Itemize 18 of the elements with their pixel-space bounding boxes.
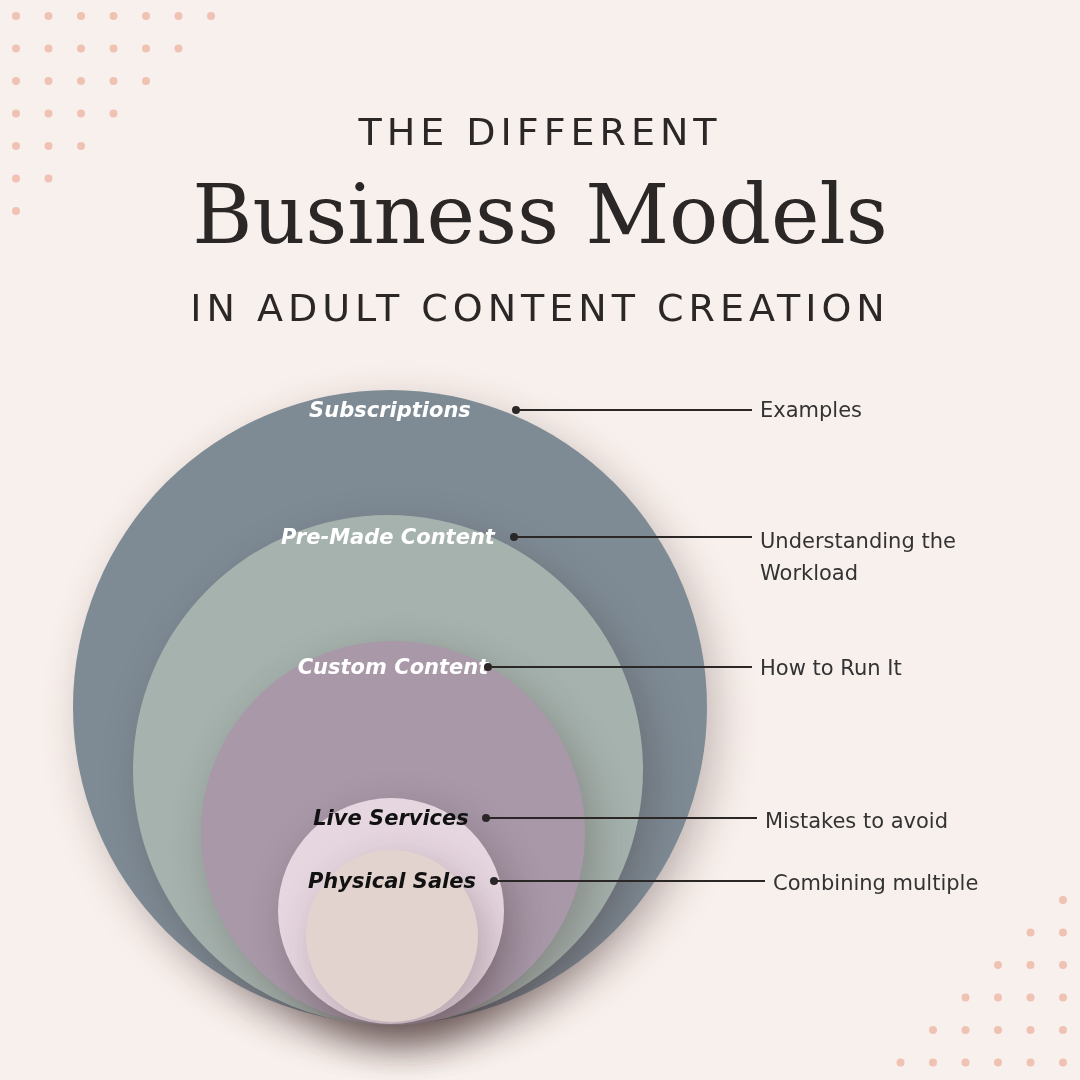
leader-line: [512, 406, 753, 414]
leader-line: [484, 663, 753, 671]
note-text: Mistakes to avoid: [765, 805, 1065, 837]
title-text: IN ADULT CONTENT CREATION: [189, 288, 891, 330]
circle-label: Pre-Made Content: [280, 524, 497, 551]
circle-label: Custom Content: [296, 654, 490, 681]
title-heading: Business Models: [191, 170, 889, 261]
note-text: Understanding the Workload: [760, 525, 1000, 589]
title-text: THE DIFFERENT: [357, 112, 723, 154]
note-text: Examples: [760, 394, 1060, 426]
circle-label: Subscriptions: [308, 397, 472, 424]
circle-label: Live Services: [312, 805, 470, 832]
leader-line: [490, 877, 766, 885]
circle-label: Physical Sales: [306, 868, 478, 895]
leader-line: [482, 814, 758, 822]
note-text: Combining multiple: [773, 867, 1073, 899]
leader-line: [510, 533, 753, 541]
note-text: How to Run It: [760, 652, 1060, 684]
